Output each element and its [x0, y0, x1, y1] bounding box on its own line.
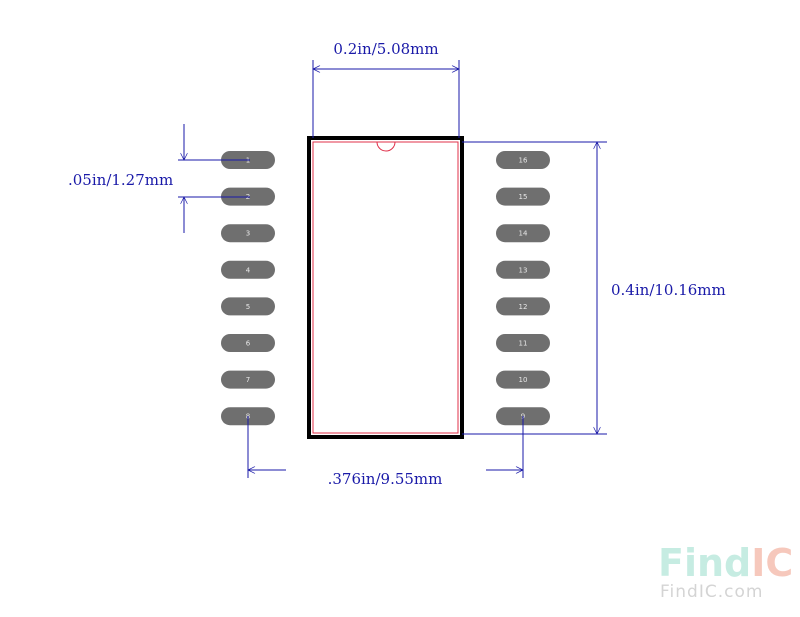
pad-pin-14: 14	[496, 224, 550, 243]
pin-number: 3	[246, 230, 250, 238]
dimension-label-height: 0.4in/10.16mm	[611, 281, 726, 299]
left-pad-column: 12345678	[221, 151, 275, 426]
dimension-pitch: .05in/1.27mm	[68, 124, 250, 233]
pad-shape	[496, 370, 550, 389]
pad-pin-7: 7	[221, 370, 275, 389]
pad-shape	[221, 334, 275, 352]
pin-number: 15	[519, 193, 528, 201]
pad-shape	[221, 260, 275, 279]
dimension-span: .376in/9.55mm	[248, 416, 523, 488]
pad-shape	[496, 224, 550, 243]
pad-shape	[221, 297, 275, 316]
pad-pin-15: 15	[496, 187, 550, 206]
watermark-logo-find: Find	[658, 541, 751, 585]
pad-pin-12: 12	[496, 297, 550, 316]
pad-pin-3: 3	[221, 224, 275, 243]
pin-number: 12	[519, 303, 528, 311]
dimension-label-top: 0.2in/5.08mm	[333, 40, 438, 58]
pad-pin-10: 10	[496, 370, 550, 389]
right-pad-column: 161514131211109	[496, 151, 550, 426]
dimension-body-height: 0.4in/10.16mm	[462, 142, 726, 434]
pin-number: 4	[246, 266, 251, 274]
dimension-label-pitch: .05in/1.27mm	[68, 171, 173, 189]
pin-number: 13	[519, 266, 528, 274]
pin-number: 14	[519, 230, 528, 238]
pad-shape	[221, 224, 275, 243]
pin-number: 11	[519, 340, 528, 348]
findic-watermark: FindIC FindIC.com	[658, 541, 793, 602]
pin-number: 5	[246, 303, 250, 311]
pad-shape	[221, 370, 275, 389]
pad-pin-6: 6	[221, 334, 275, 352]
pin-number: 10	[519, 376, 528, 384]
body-outline	[307, 136, 464, 439]
pad-shape	[496, 297, 550, 316]
pad-pin-11: 11	[496, 334, 550, 352]
pin1-notch	[376, 141, 396, 152]
pin-number: 6	[246, 340, 251, 348]
dimension-label-span: .376in/9.55mm	[328, 470, 443, 488]
body-inner-outline	[312, 141, 459, 434]
pad-pin-5: 5	[221, 297, 275, 316]
package-body	[307, 136, 464, 439]
pin-number: 16	[519, 157, 528, 165]
dimension-top-width: 0.2in/5.08mm	[313, 40, 459, 138]
pad-shape	[496, 260, 550, 279]
pin-number: 7	[246, 376, 250, 384]
pad-shape	[496, 187, 550, 206]
watermark-logo: FindIC	[658, 541, 793, 585]
pad-pin-4: 4	[221, 260, 275, 279]
watermark-url: FindIC.com	[660, 582, 763, 602]
pad-shape	[496, 151, 550, 169]
pad-shape	[496, 334, 550, 352]
pad-pin-16: 16	[496, 151, 550, 169]
pad-pin-13: 13	[496, 260, 550, 279]
watermark-logo-ic: IC	[751, 541, 793, 585]
